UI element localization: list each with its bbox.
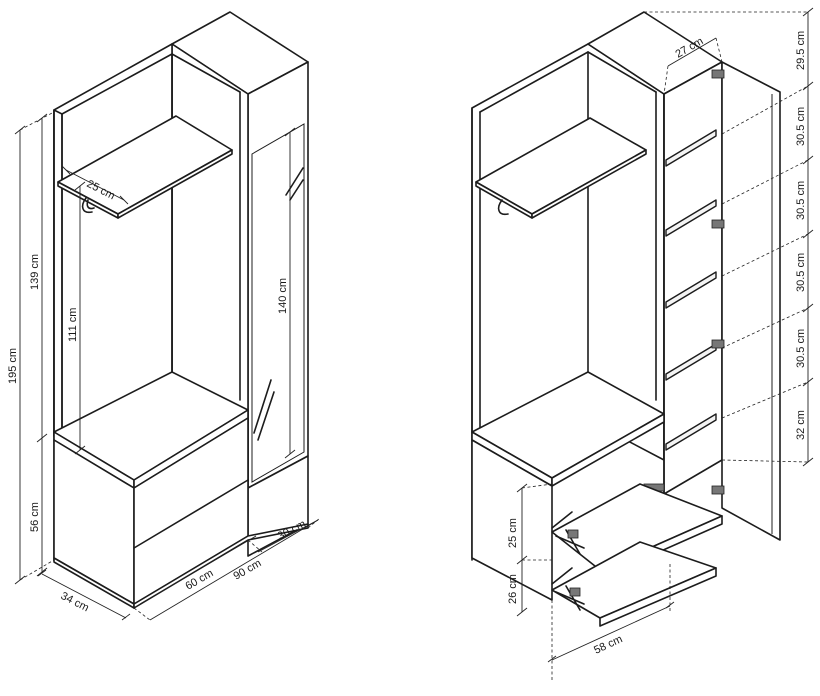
- right-cabinet-shelves: [665, 129, 717, 451]
- hinge-icon: [711, 339, 725, 349]
- left-drawer-split: [133, 479, 249, 549]
- right-view-drawing: [471, 7, 814, 680]
- coat-hook: [497, 199, 509, 216]
- shelf-dim-ticks: [802, 7, 814, 467]
- dim-total-width: 90 cm: [232, 557, 264, 582]
- dim-door-height: 140 cm: [277, 278, 289, 314]
- right-open-door: [721, 61, 781, 541]
- dim-shelf-2: 30.5 cm: [795, 181, 807, 220]
- hinge-icon: [711, 485, 725, 495]
- hinge-icon: [711, 69, 725, 79]
- door-handle-upper: [285, 167, 304, 196]
- dim-inner-height: 111 cm: [67, 308, 79, 342]
- dim-upper-height: 139 cm: [29, 254, 41, 290]
- dim-bottom-compartment: 32 cm: [795, 410, 807, 440]
- dim-shelf-1: 30.5 cm: [795, 107, 807, 146]
- dim-depth: 34 cm: [59, 590, 91, 614]
- dim-shelf-4: 30.5 cm: [795, 329, 807, 368]
- coat-hook: [81, 197, 93, 214]
- dim-drawer-2-height: 26 cm: [507, 574, 519, 604]
- drawer-runner-icons: [551, 511, 585, 611]
- left-frame-side: [53, 109, 63, 439]
- dim-top-compartment: 29.5 cm: [795, 31, 807, 70]
- dim-base-height: 56 cm: [29, 502, 41, 532]
- dim-total-height: 195 cm: [7, 348, 19, 384]
- dim-drawer-width: 58 cm: [592, 633, 624, 657]
- left-view-drawing: [14, 11, 321, 621]
- dim-drawer-1-height: 25 cm: [507, 518, 519, 548]
- hinge-icon: [711, 219, 725, 229]
- door-handle-lower: [253, 379, 272, 434]
- dim-shelf-3: 30.5 cm: [795, 253, 807, 292]
